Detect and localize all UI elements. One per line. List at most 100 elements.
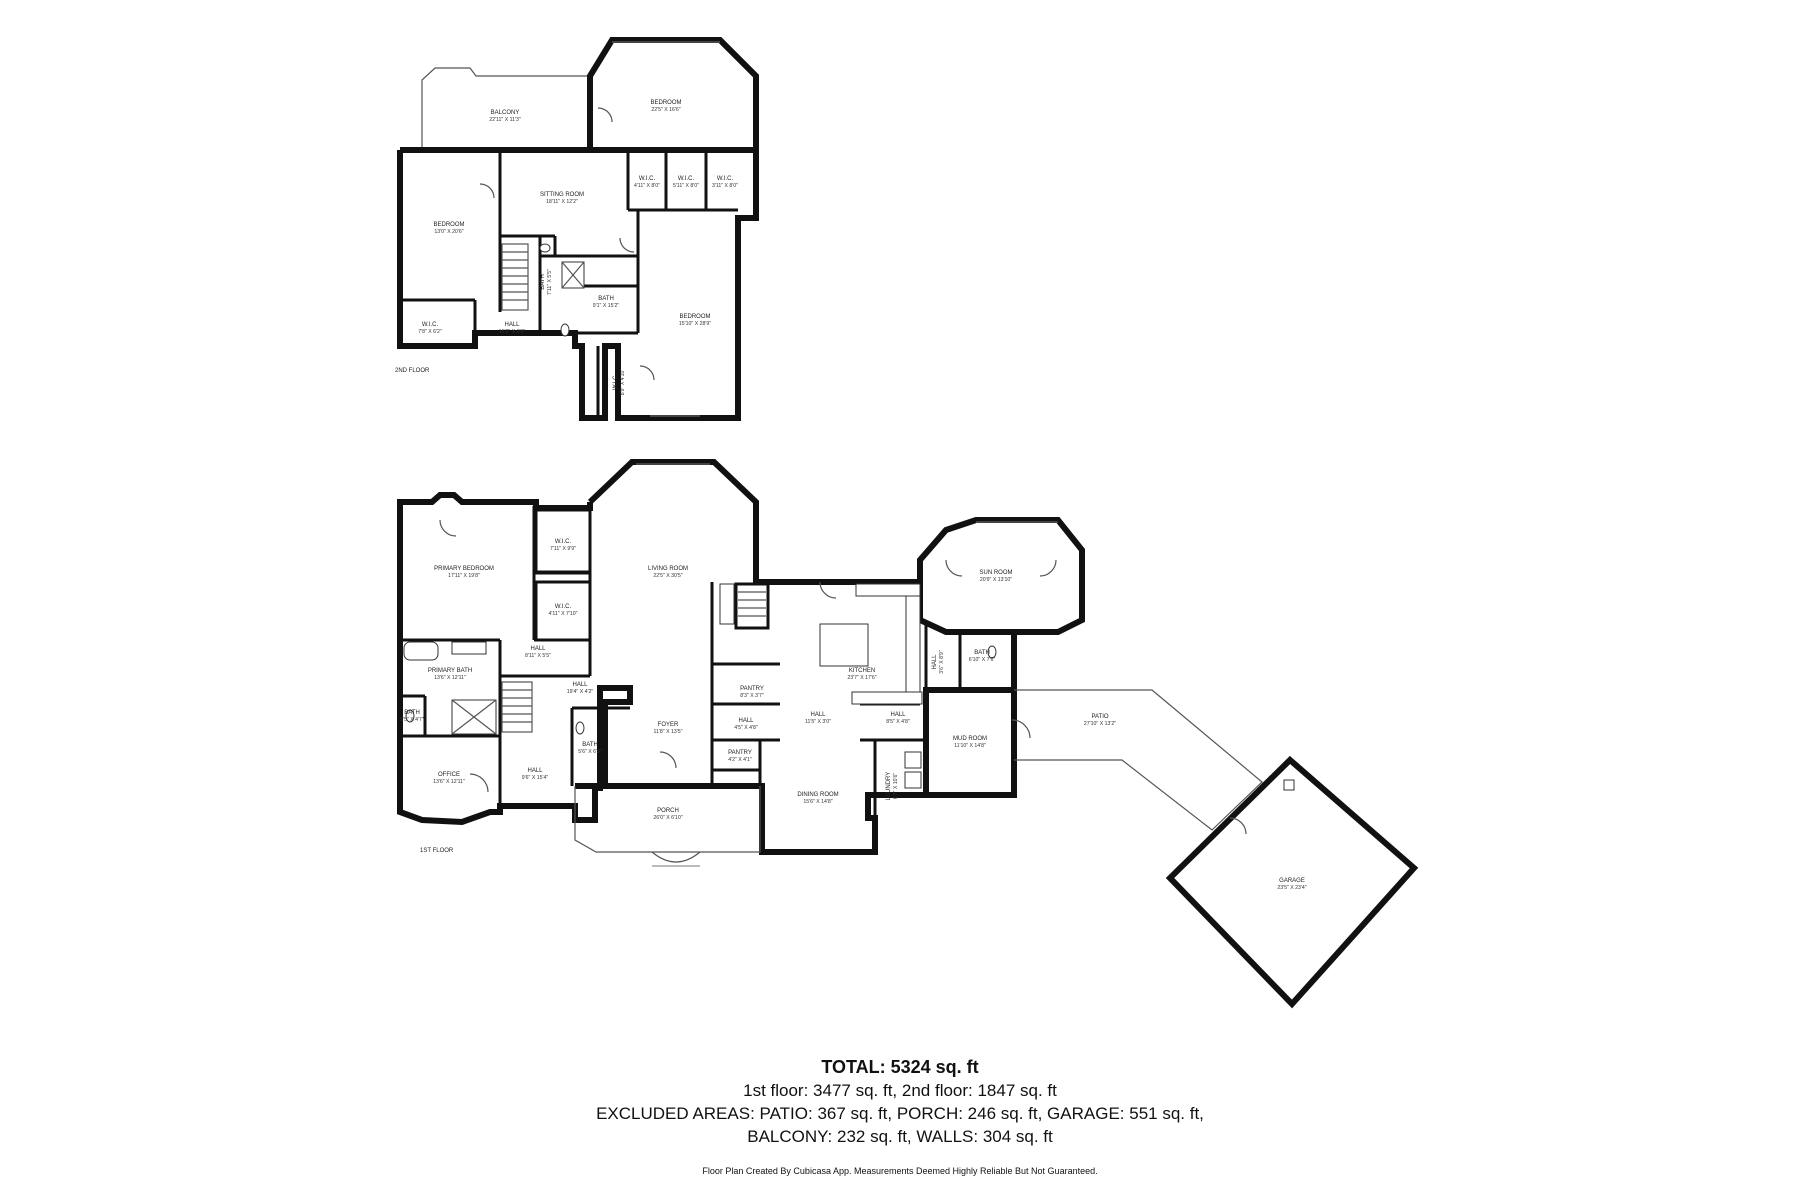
first-floor-west-walls	[397, 492, 633, 826]
kitchen-counter	[855, 583, 921, 597]
room-name-bath-sun: BATH	[974, 650, 990, 656]
mud-room-walls	[926, 687, 1017, 798]
room-name-wic-c: W.I.C.	[717, 176, 734, 182]
wic-2-walls	[534, 580, 592, 642]
bedroom-north-walls	[587, 37, 759, 150]
room-dims-hall-e: 8'5" X 4'8"	[886, 719, 910, 725]
room-name-hall-c: HALL	[738, 718, 754, 724]
balcony-railing	[421, 67, 591, 150]
room-name-wic-2: W.I.C.	[555, 604, 572, 610]
staircase-2nd-floor	[501, 243, 529, 311]
room-name-hall-2: HALL	[504, 322, 520, 328]
room-dims-balcony: 22'11" X 11'3"	[489, 117, 521, 123]
room-dims-wic-1: 7'11" X 9'9"	[550, 546, 576, 552]
sunroom-south-walls	[917, 582, 1014, 635]
room-dims-bedroom-north: 22'5" X 16'6"	[651, 107, 680, 113]
door-arc	[945, 559, 963, 577]
room-dims-dining-room: 15'6" X 14'8"	[803, 799, 832, 805]
room-name-dining-room: DINING ROOM	[797, 792, 838, 798]
room-dims-hall-b: 19'4" X 4'2"	[567, 689, 594, 695]
room-name-bath-2: BATH	[598, 296, 614, 302]
room-name-office: OFFICE	[438, 772, 460, 778]
shower-mark	[451, 699, 497, 735]
kitchen-island	[819, 623, 869, 667]
door-arc	[639, 365, 655, 381]
room-name-hall-a: HALL	[530, 646, 546, 652]
room-name-bath-small: BATH	[540, 274, 546, 290]
room-dims-bedroom-east: 15'10" X 28'9"	[679, 321, 711, 327]
door-arc	[469, 773, 489, 793]
room-dims-wic-c: 3'11" X 8'0"	[712, 183, 738, 189]
bathtub	[403, 641, 439, 661]
room-dims-hall-c: 4'5" X 4'8"	[734, 725, 758, 731]
dryer	[904, 771, 922, 789]
room-dims-kitchen: 23'7" X 17'6"	[847, 675, 876, 681]
room-dims-laundry: 6'7" X 10'6"	[893, 773, 899, 800]
washer	[904, 751, 922, 769]
door-arc	[479, 183, 495, 199]
room-name-bath-small-1: BATH	[404, 710, 420, 716]
shower-mark	[561, 261, 585, 289]
room-dims-hall-f: 9'6" X 15'4"	[522, 775, 549, 781]
kitchen-counter	[851, 691, 923, 705]
room-dims-bedroom-west: 13'0" X 20'6"	[434, 229, 463, 235]
room-dims-bath-small: 7'11" X 5'5"	[547, 269, 553, 295]
staircase-1st-floor	[501, 681, 533, 733]
room-name-patio: PATIO	[1091, 714, 1108, 720]
room-name-sitting-room: SITTING ROOM	[540, 192, 584, 198]
room-dims-office: 13'6" X 12'11"	[433, 779, 465, 785]
sink-icon	[539, 243, 551, 253]
second-floor-plan	[397, 37, 759, 421]
room-dims-pantry-2: 4'2" X 4'1"	[728, 757, 752, 763]
room-name-primary-bedroom: PRIMARY BEDROOM	[434, 566, 494, 572]
door-arc	[659, 751, 677, 769]
room-dims-wic-2: 4'11" X 7'10"	[549, 611, 578, 617]
room-dims-wic-west: 7'8" X 6'2"	[418, 329, 442, 335]
room-name-mud-room: MUD ROOM	[953, 736, 987, 742]
room-dims-primary-bath: 13'6" X 12'11"	[434, 675, 466, 681]
room-name-bedroom-north: BEDROOM	[650, 100, 681, 106]
room-dims-wic-a: 4'11" X 8'0"	[634, 183, 660, 189]
room-name-kitchen: KITCHEN	[849, 668, 875, 674]
door-arc	[619, 237, 635, 253]
room-name-hall-vert: HALL	[932, 654, 938, 670]
room-dims-bath-hall: 5'6" X 6'3"	[578, 749, 602, 755]
porch-steps-arc	[651, 851, 701, 863]
room-dims-living-room: 22'5" X 30'5"	[653, 573, 682, 579]
door-arc	[1011, 719, 1031, 739]
room-dims-wic-b: 5'11" X 8'0"	[673, 183, 699, 189]
room-name-bath-hall: BATH	[582, 742, 598, 748]
room-name-sun-room: SUN ROOM	[980, 570, 1013, 576]
room-name-pantry-1: PANTRY	[740, 686, 764, 692]
room-name-wic-a: W.I.C.	[639, 176, 656, 182]
room-name-wic-south: W.I.C.	[613, 374, 619, 391]
room-dims-sun-room: 20'9" X 13'10"	[980, 577, 1012, 583]
first-floor-label: 1ST FLOOR	[420, 848, 454, 854]
door-arc	[439, 519, 457, 537]
kitchen-counter	[905, 595, 921, 693]
room-dims-bath-sun: 6'10" X 7'6"	[969, 657, 996, 663]
fireplace-hearth	[719, 583, 735, 625]
room-dims-bath-small-1: 5'5" X 4'7"	[400, 717, 424, 723]
room-dims-hall-vert: 3'6" X 8'9"	[939, 650, 945, 674]
room-name-hall-d: HALL	[810, 712, 826, 718]
excluded-areas: EXCLUDED AREAS: PATIO: 367 sq. ft, PORCH…	[596, 1104, 1204, 1123]
patio-outline	[1014, 689, 1263, 831]
room-dims-bath-2: 9'1" X 15'2"	[593, 303, 620, 309]
room-name-laundry: LAUNDRY	[886, 772, 892, 801]
porch-outline	[574, 786, 761, 853]
room-dims-wic-south: 8'9" X 4'10"	[620, 369, 626, 396]
room-name-hall-b: HALL	[572, 682, 588, 688]
room-dims-foyer: 11'8" X 13'5"	[654, 729, 683, 735]
door-arc	[819, 581, 837, 599]
room-dims-garage: 23'5" X 23'4"	[1277, 885, 1306, 891]
door-arc	[1229, 817, 1247, 835]
room-name-wic-1: W.I.C.	[555, 539, 572, 545]
room-dims-primary-bedroom: 17'11" X 19'8"	[448, 573, 480, 579]
room-name-primary-bath: PRIMARY BATH	[428, 668, 472, 674]
room-dims-hall-2: 15'2" X 6'9"	[499, 329, 526, 335]
area-summary: TOTAL: 5324 sq. ft 1st floor: 3477 sq. f…	[0, 1056, 1800, 1176]
fireplace	[734, 582, 770, 630]
garage-walls	[1165, 755, 1419, 1009]
